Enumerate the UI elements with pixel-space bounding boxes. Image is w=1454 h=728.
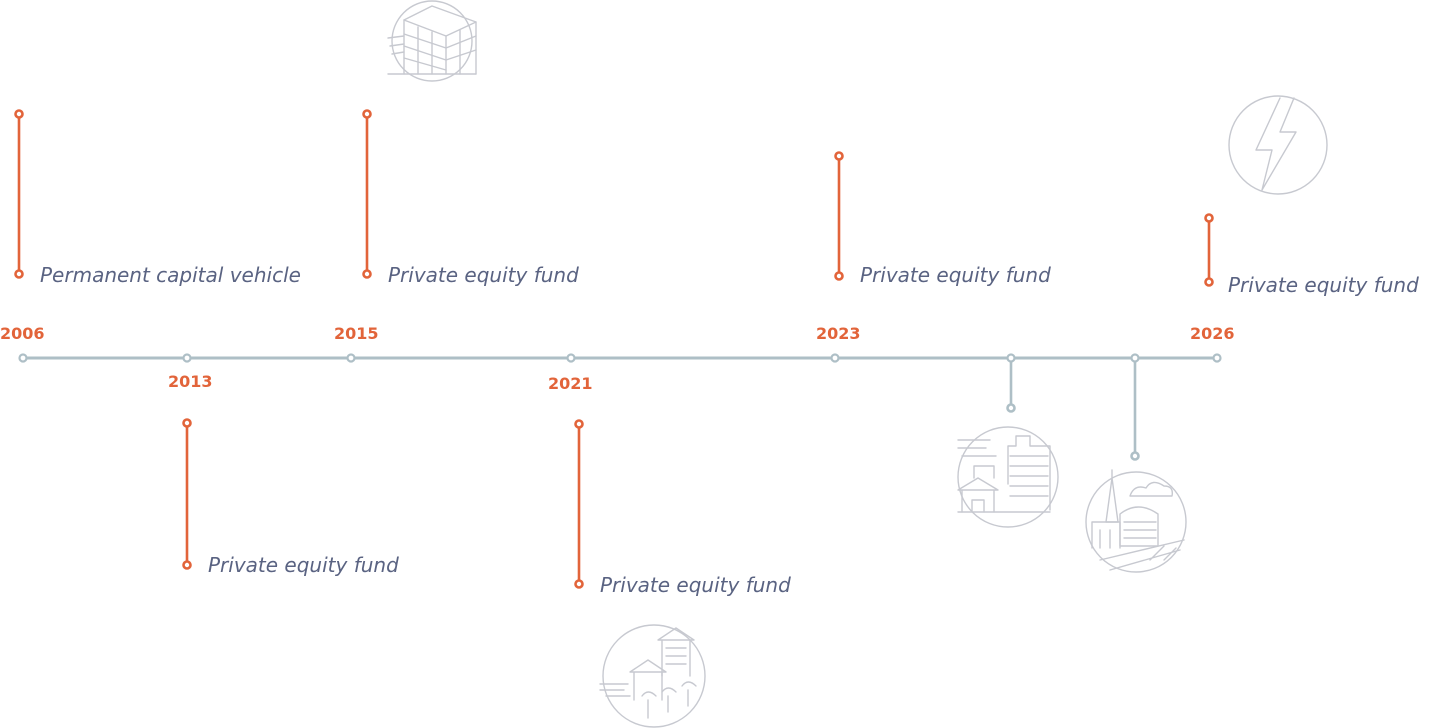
axis-node bbox=[1130, 353, 1140, 363]
year-label-2023: 2023 bbox=[816, 324, 861, 343]
axis-node bbox=[1006, 353, 1016, 363]
year-label-2006: 2006 bbox=[0, 324, 45, 343]
axis-node bbox=[346, 353, 356, 363]
year-label-2013: 2013 bbox=[168, 372, 213, 391]
event-label-2021: Private equity fund bbox=[600, 573, 791, 597]
event-stem-2006 bbox=[14, 109, 24, 279]
icon-connectors bbox=[1006, 362, 1140, 461]
axis-nodes bbox=[18, 353, 1222, 363]
axis-node bbox=[566, 353, 576, 363]
event-stem-2013 bbox=[182, 418, 192, 570]
connector-end bbox=[1006, 403, 1016, 413]
event-label-2013: Private equity fund bbox=[208, 553, 399, 577]
axis-node bbox=[1212, 353, 1222, 363]
church-bridge-icon bbox=[1085, 469, 1187, 573]
year-label-2026: 2026 bbox=[1190, 324, 1235, 343]
event-label-2015: Private equity fund bbox=[388, 263, 579, 287]
event-label-2026: Private equity fund bbox=[1228, 273, 1419, 297]
event-label-2006: Permanent capital vehicle bbox=[40, 263, 301, 287]
year-label-2021: 2021 bbox=[548, 374, 593, 393]
event-stems bbox=[14, 109, 1214, 589]
year-label-2015: 2015 bbox=[334, 324, 379, 343]
city-skyline-icon bbox=[957, 426, 1059, 528]
event-label-2023: Private equity fund bbox=[860, 263, 1051, 287]
axis-node bbox=[830, 353, 840, 363]
axis-node bbox=[182, 353, 192, 363]
connector-end bbox=[1130, 451, 1140, 461]
resort-palms-icon bbox=[599, 624, 706, 728]
axis-node bbox=[18, 353, 28, 363]
event-stem-2023 bbox=[834, 151, 844, 281]
lightning-bolt-icon bbox=[1228, 95, 1328, 195]
office-building-icon bbox=[387, 0, 477, 82]
event-stem-2021 bbox=[574, 419, 584, 589]
event-stem-2015 bbox=[362, 109, 372, 279]
event-stem-2026 bbox=[1204, 213, 1214, 287]
